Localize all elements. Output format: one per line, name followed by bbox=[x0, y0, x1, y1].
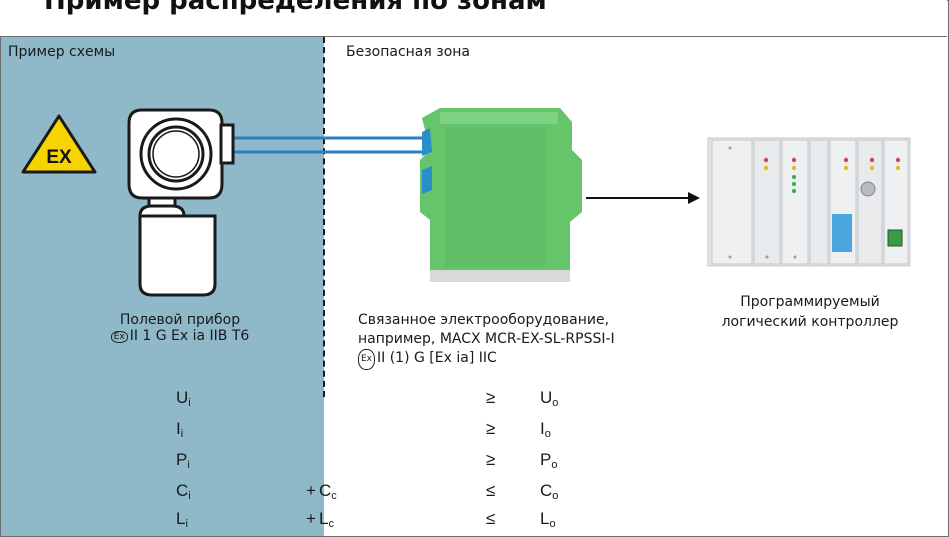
zone-divider bbox=[323, 37, 325, 397]
ex-symbol-icon: Ex bbox=[110, 331, 128, 343]
transmitter-icon bbox=[127, 108, 235, 297]
condition-right-param: Co bbox=[540, 481, 559, 502]
plc-label-line2: логический контроллер bbox=[721, 314, 899, 330]
condition-left-param: Li bbox=[176, 509, 188, 530]
plc-label: Программируемый логический контроллер bbox=[700, 292, 920, 332]
condition-left-param: Ii bbox=[176, 419, 184, 440]
field-device-name: Полевой прибор bbox=[119, 312, 241, 328]
signal-arrow bbox=[586, 192, 700, 204]
condition-operator: ≥ bbox=[486, 388, 496, 407]
condition-right-param: Io bbox=[540, 419, 551, 440]
associated-equipment-line1: Связанное электрооборудование, bbox=[358, 312, 610, 328]
condition-left-param: Ci bbox=[176, 481, 191, 502]
condition-left-param: Ui bbox=[176, 388, 191, 409]
condition-operator: ≥ bbox=[486, 450, 496, 469]
plc-rack-icon bbox=[707, 137, 911, 267]
safe-zone-label: Безопасная зона bbox=[346, 44, 471, 60]
condition-operator: ≤ bbox=[486, 509, 496, 528]
condition-left-param: Pi bbox=[176, 450, 190, 471]
condition-cable-param: Cc bbox=[319, 481, 337, 502]
condition-plus-sign: + bbox=[306, 509, 316, 528]
header-band: Пример распределения по зонам bbox=[0, 0, 947, 37]
condition-operator: ≤ bbox=[486, 481, 496, 500]
field-device-marking: II 1 G Ex ia IIB T6 bbox=[129, 328, 250, 344]
condition-right-param: Uo bbox=[540, 388, 559, 409]
hazardous-zone-label: Пример схемы bbox=[8, 44, 116, 60]
condition-operator: ≥ bbox=[486, 419, 496, 438]
condition-plus-sign: + bbox=[306, 481, 316, 500]
associated-equipment-marking: II (1) G [Ex ia] IIC bbox=[377, 350, 497, 366]
condition-right-param: Lo bbox=[540, 509, 556, 530]
associated-equipment-label: Связанное электрооборудование, например,… bbox=[358, 311, 615, 371]
ex-warning-text: EX bbox=[46, 147, 72, 168]
diagram-title: Пример распределения по зонам bbox=[44, 0, 547, 16]
ex-symbol-icon: Ex bbox=[358, 349, 376, 370]
field-cable bbox=[232, 136, 428, 154]
ex-warning-icon: EX bbox=[21, 114, 97, 174]
associated-equipment-line2: например, MACX MCR-EX-SL-RPSSI-I bbox=[358, 331, 615, 347]
associated-equipment-module bbox=[420, 108, 582, 282]
condition-right-param: Po bbox=[540, 450, 558, 471]
condition-cable-param: Lc bbox=[319, 509, 334, 530]
plc-label-line1: Программируемый bbox=[740, 294, 880, 310]
